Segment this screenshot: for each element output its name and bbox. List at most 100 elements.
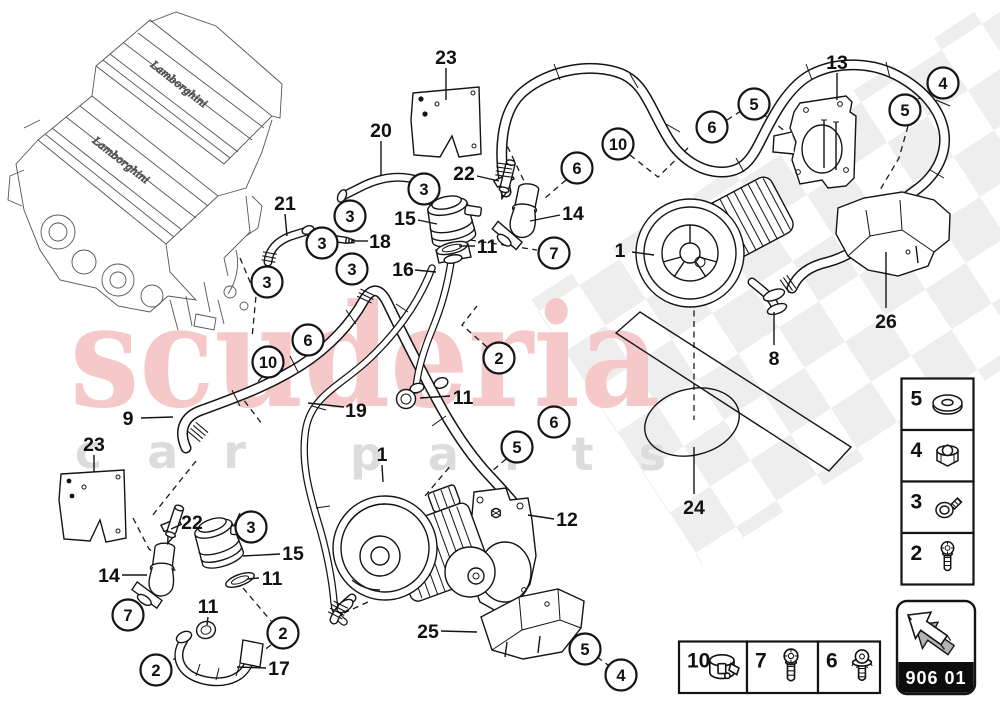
svg-text:8: 8 — [769, 348, 780, 370]
svg-text:25: 25 — [417, 621, 439, 643]
bracket-23-top — [410, 86, 482, 158]
ref-block: 906 01 — [895, 599, 977, 696]
label-17: 17 — [236, 658, 290, 680]
callout-4: 4 — [604, 658, 638, 692]
callout-6: 6 — [537, 405, 571, 439]
svg-text:7: 7 — [123, 607, 132, 625]
label-15: 15 — [394, 208, 438, 230]
callout-2: 2 — [266, 616, 300, 650]
svg-text:14: 14 — [98, 565, 120, 587]
bracket-23-bottom — [58, 469, 127, 543]
checkered-flag-watermark — [530, 0, 1000, 565]
svg-text:6: 6 — [303, 332, 312, 350]
svg-text:3: 3 — [262, 274, 271, 292]
svg-text:2: 2 — [278, 625, 287, 643]
svg-text:17: 17 — [268, 658, 290, 680]
cover-25 — [480, 588, 585, 660]
label-9: 9 — [123, 408, 174, 430]
label-8: 8 — [769, 312, 780, 370]
svg-text:5: 5 — [749, 96, 758, 114]
legend-bottom-cell-10: 10 — [677, 640, 749, 695]
connector-14-top — [491, 183, 540, 251]
engine-illustration: Lamborghini Lamborghini — [7, 11, 283, 331]
label-22: 22 — [170, 512, 203, 534]
svg-text:24: 24 — [683, 497, 705, 519]
label-14: 14 — [98, 565, 147, 587]
label-18: 18 — [352, 231, 391, 253]
svg-text:3: 3 — [347, 261, 356, 279]
callout-6: 6 — [695, 110, 729, 144]
label-19: 19 — [307, 400, 367, 422]
callout-2: 2 — [482, 341, 516, 375]
label-1: 1 — [377, 444, 388, 483]
bracket-13 — [772, 95, 857, 189]
svg-text:4: 4 — [616, 667, 626, 685]
svg-text:18: 18 — [369, 231, 391, 253]
svg-text:2: 2 — [494, 350, 503, 368]
callout-2: 2 — [139, 653, 173, 687]
label-23: 23 — [83, 434, 105, 472]
callout-5: 5 — [737, 87, 771, 121]
svg-text:22: 22 — [181, 512, 203, 534]
svg-text:1: 1 — [377, 444, 388, 466]
svg-text:15: 15 — [282, 543, 304, 565]
callout-5: 5 — [500, 430, 534, 464]
callout-5: 5 — [568, 632, 602, 666]
label-24: 24 — [683, 447, 705, 519]
label-21: 21 — [274, 193, 296, 237]
svg-text:10: 10 — [609, 136, 627, 154]
svg-text:5: 5 — [580, 641, 589, 659]
svg-text:11: 11 — [262, 568, 283, 590]
label-14: 14 — [529, 203, 584, 225]
hardware-legend-bottom: 10 7 6 — [677, 640, 882, 695]
fitting-8 — [747, 277, 788, 316]
label-11: 11 — [198, 596, 218, 626]
legend-bottom-cell-7: 7 — [745, 640, 820, 695]
grommet-11-bottom — [195, 620, 217, 640]
svg-text:3: 3 — [345, 208, 354, 226]
hardware-legend-right: 54 3 2 — [900, 377, 975, 586]
label-11: 11 — [459, 236, 497, 258]
air-pump-top — [635, 176, 794, 316]
svg-text:10: 10 — [687, 650, 710, 673]
svg-text:14: 14 — [562, 203, 584, 225]
label-26: 26 — [875, 252, 897, 333]
svg-text:6: 6 — [572, 160, 581, 178]
legend-right-row-5: 5 — [900, 377, 975, 432]
svg-text:3: 3 — [246, 519, 255, 537]
callout-3: 3 — [335, 252, 369, 286]
svg-text:6: 6 — [549, 414, 558, 432]
label-11: 11 — [419, 387, 474, 409]
cover-26 — [835, 191, 951, 277]
svg-text:16: 16 — [392, 259, 414, 281]
svg-text:19: 19 — [345, 400, 367, 422]
svg-text:6: 6 — [826, 650, 838, 673]
bolt-on-bracket-12 — [490, 507, 502, 519]
svg-text:6: 6 — [707, 119, 716, 137]
arrow-up-left-icon — [906, 611, 956, 656]
svg-text:7: 7 — [549, 245, 558, 263]
label-22: 22 — [453, 163, 500, 185]
callout-5: 5 — [888, 93, 922, 127]
sensor-22-bottom — [160, 504, 185, 546]
legend-right-row-2: 2 — [900, 531, 975, 586]
svg-text:7: 7 — [755, 650, 767, 673]
svg-text:22: 22 — [453, 163, 475, 185]
pipe-19 — [300, 264, 436, 626]
svg-text:9: 9 — [123, 408, 134, 430]
pipe-17 — [174, 630, 264, 687]
label-23: 23 — [435, 47, 457, 100]
svg-text:5: 5 — [900, 102, 909, 120]
callout-7: 7 — [111, 598, 145, 632]
label-1: 1 — [615, 240, 655, 262]
legend-right-row-4: 4 — [900, 428, 975, 483]
svg-text:3: 3 — [911, 491, 923, 514]
gasket-11-top — [435, 240, 469, 256]
air-pump-bottom — [329, 484, 496, 625]
hose-clamps — [187, 162, 797, 620]
svg-text:5: 5 — [512, 439, 521, 457]
svg-text:11: 11 — [453, 387, 474, 409]
